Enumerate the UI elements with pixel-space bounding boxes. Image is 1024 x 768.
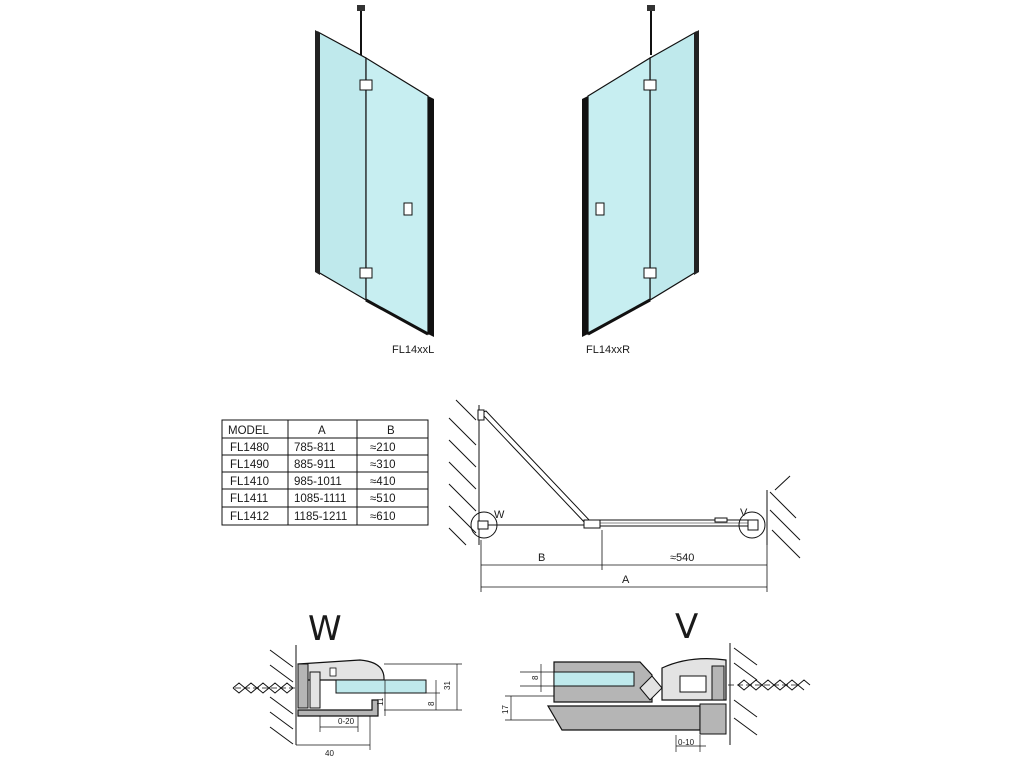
detail-w-profile-inner: [309, 671, 321, 709]
detail-circle-w: [470, 511, 498, 539]
plan-hinge-joint: [583, 519, 601, 529]
table-cell-b: ≈410: [370, 476, 396, 488]
model-table: MODEL A B FL1480 785-811 ≈210 FL1490 885…: [221, 419, 429, 526]
detail-v-title: V: [675, 607, 698, 647]
detail-v-dimension-lines: [505, 664, 706, 752]
table-cell-b: ≈210: [370, 442, 396, 454]
detail-v-glass: [553, 671, 635, 687]
table-cell-a: 1185-1211: [294, 511, 347, 523]
detail-w-dimension-lines: [296, 663, 462, 750]
table-cell-a: 785-811: [294, 442, 335, 454]
handle-right: [595, 202, 605, 216]
table-cell-b: ≈510: [370, 493, 396, 505]
table-cell-a: 885-911: [294, 459, 335, 471]
wall-profile-right: [694, 30, 699, 275]
detail-v-anchor: [728, 679, 811, 691]
table-cell-b: ≈310: [370, 459, 396, 471]
door-right-label: FL14xxR: [586, 344, 630, 356]
detail-v-dim-17: 17: [501, 705, 510, 714]
table-cell-model: FL1480: [230, 442, 269, 454]
right-wall-hatch: [766, 475, 801, 559]
wall-profile-left: [315, 30, 320, 275]
detail-v-wall-profile-base: [699, 703, 727, 735]
plan-dimension-lines: [480, 530, 768, 592]
detail-w-dim-31: 31: [443, 681, 452, 690]
detail-v-dim-8: 8: [531, 675, 540, 680]
end-profile-right: [582, 96, 588, 337]
hinge-top-right: [643, 79, 657, 91]
detail-w-profile-base: [297, 663, 309, 709]
plan-hinge-top: [477, 409, 485, 421]
door-left-illustration: FL14xxL: [315, 5, 434, 356]
fixed-glass-panel-right: [649, 30, 697, 302]
detail-v-wall: [729, 643, 758, 745]
hinge-bottom-right: [643, 267, 657, 279]
detail-w-glass: [335, 679, 427, 694]
threshold-left: [365, 298, 429, 336]
table-header-a: A: [318, 425, 326, 437]
table-header-model: MODEL: [228, 425, 270, 437]
table-cell-a: 985-1011: [294, 476, 342, 488]
detail-w-wall: [269, 645, 297, 745]
detail-circle-v: [738, 511, 766, 539]
table-cell-model: FL1412: [230, 511, 269, 523]
plan-view: W V B ≈540 A: [448, 399, 801, 592]
handle-left: [403, 202, 413, 216]
detail-w-dim-0-20: 0-20: [338, 717, 355, 726]
hinge-top-left: [359, 79, 373, 91]
plan-handle: [714, 517, 728, 523]
detail-w-bottom-profile: [297, 699, 379, 717]
table-cell-model: FL1410: [230, 476, 269, 488]
detail-w-title: W: [308, 609, 342, 649]
detail-v-dim-0-10: 0-10: [678, 738, 695, 747]
door-right-illustration: FL14xxR: [582, 5, 699, 356]
table-cell-b: ≈610: [370, 511, 396, 523]
threshold-right: [587, 298, 651, 336]
left-wall-hatch: [448, 399, 480, 546]
door-left-label: FL14xxL: [392, 344, 434, 356]
detail-w-dim-40: 40: [325, 749, 334, 758]
detail-v-bottom-profile: [546, 705, 701, 731]
ceiling-mount-left: [357, 5, 365, 11]
plan-dim-b: B: [538, 552, 545, 564]
detail-w-anchor: [232, 682, 300, 694]
door-glass-panel-left: [365, 56, 429, 336]
plan-label-w: W: [494, 509, 505, 521]
plan-dim-540: ≈540: [670, 552, 694, 564]
detail-v: V: [501, 607, 811, 752]
table-header-b: B: [387, 425, 395, 437]
plan-dim-a: A: [622, 574, 630, 586]
hinge-bottom-left: [359, 267, 373, 279]
fixed-glass-panel-left: [317, 30, 367, 302]
end-profile-left: [428, 96, 434, 337]
opened-door-panel: [480, 410, 593, 526]
detail-w-dim-8: 8: [427, 701, 436, 706]
detail-w: W: [232, 609, 462, 758]
table-cell-a: 1085-1111: [294, 493, 346, 505]
plan-label-v: V: [740, 507, 748, 519]
detail-w-dim-11: 11: [376, 697, 385, 706]
door-glass-panel-right: [587, 56, 651, 336]
ceiling-mount-right: [647, 5, 655, 11]
table-cell-model: FL1490: [230, 459, 269, 471]
table-cell-model: FL1411: [230, 493, 268, 505]
